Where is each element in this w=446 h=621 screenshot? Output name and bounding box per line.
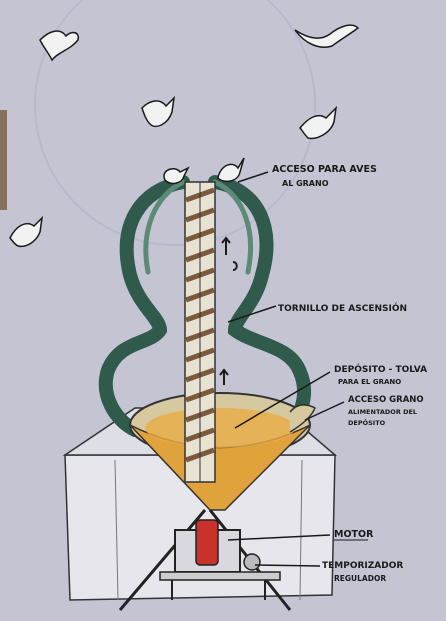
left-edge-binding xyxy=(0,110,7,210)
label-timer-line2: REGULADOR xyxy=(334,574,386,583)
label-motor: MOTOR xyxy=(334,529,374,540)
motor-body xyxy=(196,520,218,565)
timer-dial xyxy=(244,554,260,570)
label-feed-line2: ALIMENTADOR DEL xyxy=(348,408,417,416)
label-hopper-line2: PARA EL GRANO xyxy=(338,378,401,386)
label-feed-line1: ACCESO GRANO xyxy=(348,395,424,405)
label-timer-line1: TEMPORIZADOR xyxy=(322,561,403,571)
label-feed-line3: DEPÓSITO xyxy=(348,418,386,427)
label-screw: TORNILLO DE ASCENSIÓN xyxy=(278,302,407,314)
label-access-line1: ACCESO PARA AVES xyxy=(272,164,377,175)
label-access-line2: AL GRANO xyxy=(282,179,329,188)
label-hopper-line1: DEPÓSITO - TOLVA xyxy=(334,363,427,375)
ascension-screw xyxy=(185,182,215,482)
